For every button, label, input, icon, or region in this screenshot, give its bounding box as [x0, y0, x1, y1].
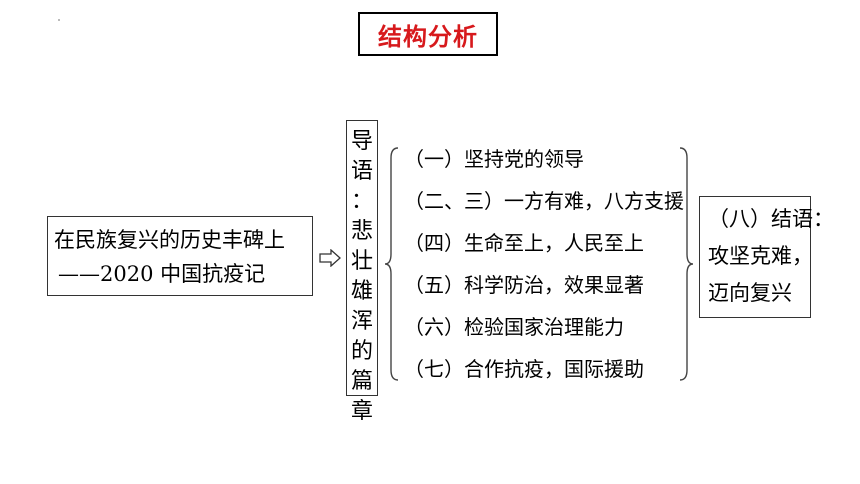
intro-char: 语 — [350, 159, 373, 184]
chapter-item: （五）科学防治，效果显著 — [404, 273, 644, 297]
intro-char: 壮 — [350, 249, 373, 274]
intro-char: ： — [350, 189, 373, 214]
conclusion-line: （八）结语： — [708, 207, 834, 231]
right-brace-icon — [679, 147, 694, 381]
conclusion-line: 迈向复兴 — [708, 281, 792, 305]
intro-char: 悲 — [350, 219, 373, 244]
chapter-item: （一）坚持党的领导 — [404, 147, 584, 171]
chapter-list: （一）坚持党的领导 （二、三）一方有难，八方支援 （四）生命至上，人民至上 （五… — [404, 138, 684, 390]
page-title: 结构分析 — [358, 12, 498, 56]
theme-line-2: ——2020 中国抗疫记 — [58, 262, 266, 286]
intro-char: 导 — [350, 129, 373, 154]
intro-char: 浑 — [350, 309, 373, 334]
theme-line-1: 在民族复兴的历史丰碑上 — [54, 228, 285, 252]
theme-box: 在民族复兴的历史丰碑上 ——2020 中国抗疫记 — [47, 216, 313, 296]
intro-char: 雄 — [350, 279, 373, 304]
chapter-item: （二、三）一方有难，八方支援 — [404, 189, 684, 213]
left-brace-icon — [384, 147, 399, 381]
intro-char: 章 — [350, 399, 373, 424]
chapter-item: （四）生命至上，人民至上 — [404, 231, 644, 255]
chapter-item: （七）合作抗疫，国际援助 — [404, 357, 644, 381]
intro-box: 导 语 ： 悲 壮 雄 浑 的 篇 章 — [346, 120, 378, 424]
right-arrow-icon — [319, 249, 341, 267]
conclusion-box: （八）结语： 攻坚克难， 迈向复兴 — [699, 196, 834, 318]
intro-char: 篇 — [350, 369, 373, 394]
decorative-dot — [58, 19, 60, 21]
chapter-item: （六）检验国家治理能力 — [404, 315, 624, 339]
conclusion-line: 攻坚克难， — [708, 244, 813, 268]
intro-char: 的 — [350, 339, 373, 364]
